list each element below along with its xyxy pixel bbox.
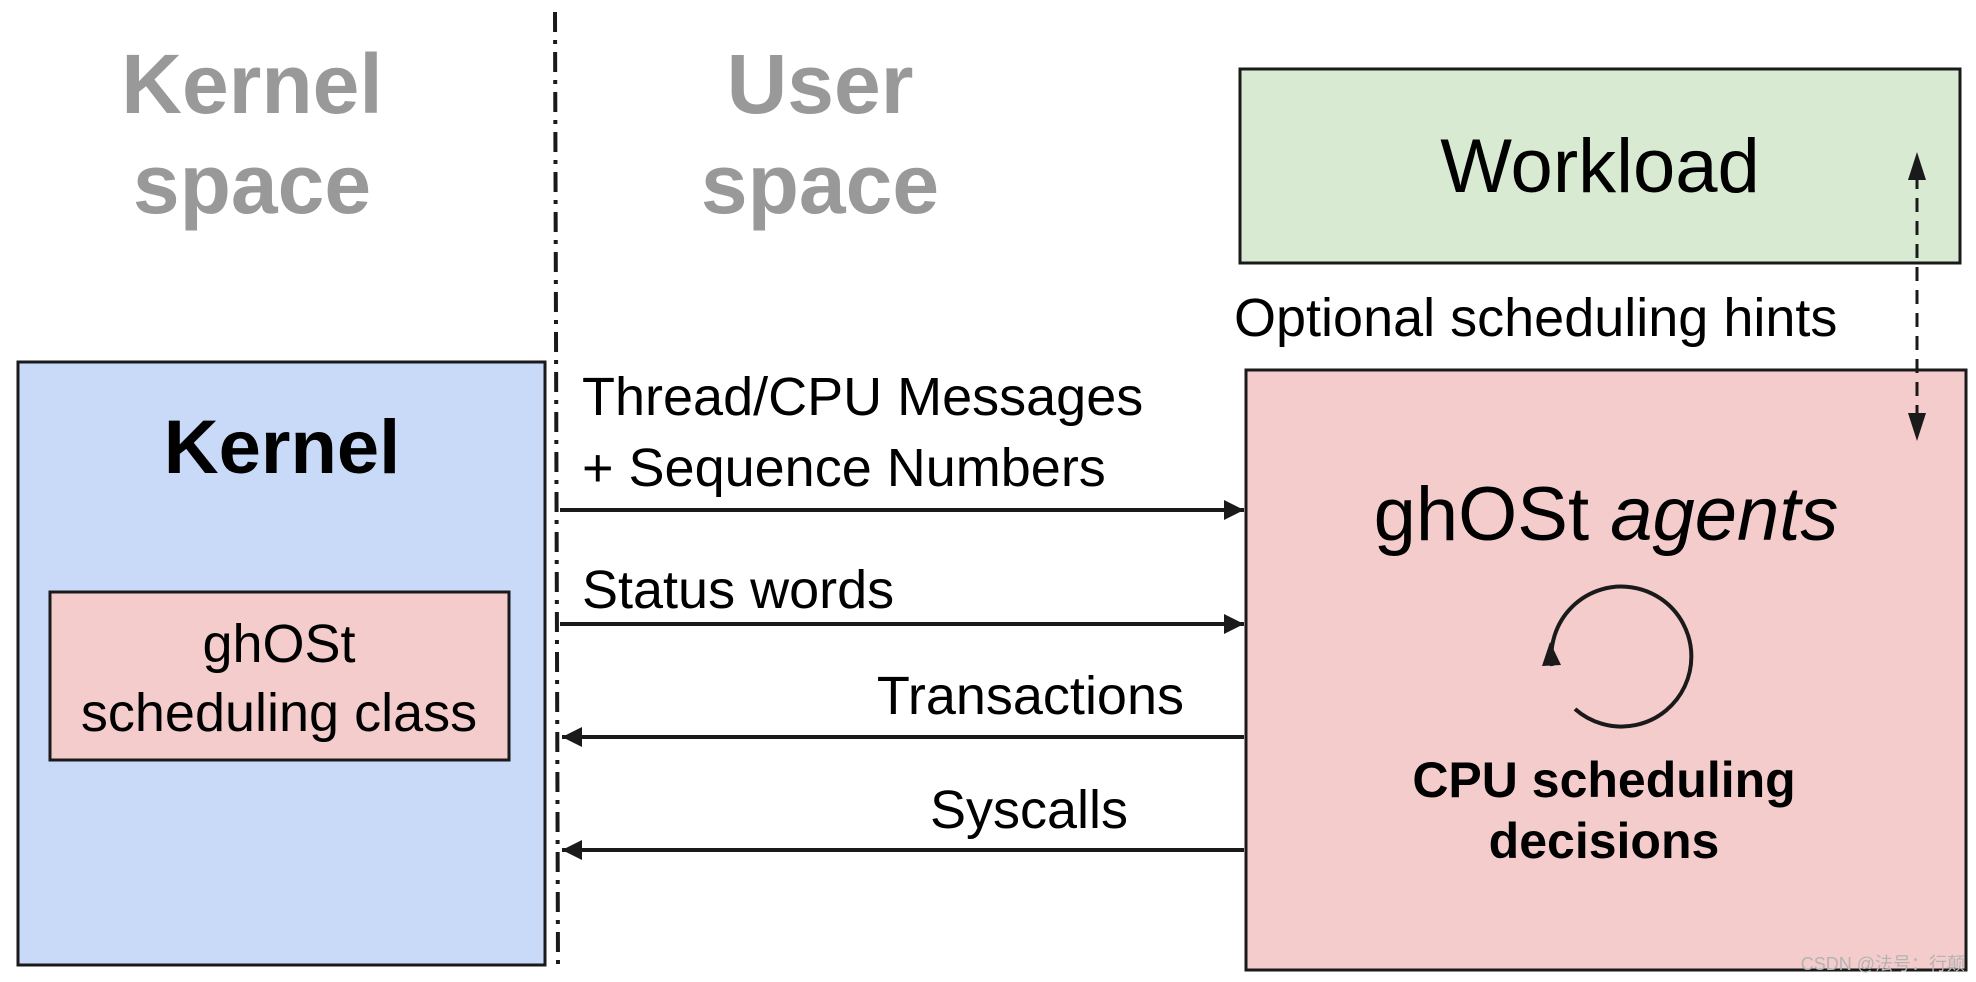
ghost-agents-title-plain: ghOSt — [1374, 472, 1589, 557]
workload-box — [1238, 67, 1962, 265]
watermark-text: CSDN @法号：行颠 — [1801, 954, 1965, 974]
kernel-space-label-line2: space — [133, 137, 371, 231]
refresh-loop-arrowhead-icon — [1542, 642, 1561, 666]
ghost-scheduling-class-box — [48, 590, 511, 762]
refresh-loop-icon — [1549, 584, 1694, 729]
ghost-agents-title: ghOSt agents — [1374, 472, 1839, 557]
ghost-agents-title-italic: agents — [1610, 472, 1838, 557]
thread-cpu-messages-label-line1: Thread/CPU Messages — [582, 367, 1143, 427]
cpu-scheduling-decisions-line1: CPU scheduling — [1412, 752, 1795, 808]
optional-scheduling-hints-label: Optional scheduling hints — [1234, 288, 1837, 348]
ghost-scheduling-class-label-line2: scheduling class — [81, 683, 477, 743]
status-words-label: Status words — [582, 560, 894, 620]
cpu-scheduling-decisions-line2: decisions — [1489, 813, 1720, 869]
syscalls-label: Syscalls — [930, 780, 1128, 840]
transactions-label: Transactions — [877, 666, 1184, 726]
scheduling-hints-arrow-down-head — [1908, 413, 1926, 441]
user-space-label-line1: User — [727, 37, 914, 131]
ghost-scheduling-class-label-line1: ghOSt — [202, 614, 355, 674]
user-space-label-line2: space — [701, 137, 939, 231]
scheduling-hints-arrow-up-head — [1908, 152, 1926, 180]
kernel-user-boundary-line — [553, 11, 560, 971]
thread-cpu-messages-label-line2: + Sequence Numbers — [582, 438, 1106, 498]
kernel-space-label-line1: Kernel — [121, 37, 382, 131]
ghost-agents-box — [1244, 368, 1968, 972]
workload-box-title: Workload — [1440, 124, 1760, 209]
kernel-box-title: Kernel — [164, 405, 401, 490]
